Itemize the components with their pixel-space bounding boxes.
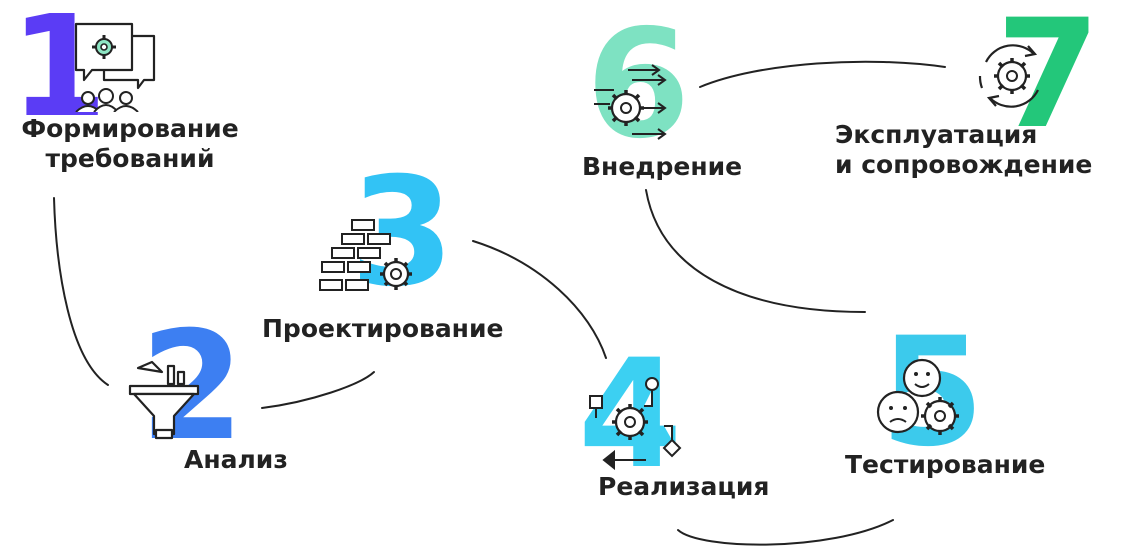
stage-6-label: Внедрение bbox=[582, 152, 743, 181]
stage-7-icon bbox=[972, 36, 1052, 116]
gears-flowchart-icon bbox=[589, 377, 682, 470]
connector-1-2 bbox=[53, 197, 109, 386]
connector-2-3 bbox=[261, 371, 375, 409]
stage-2-icon bbox=[126, 360, 206, 440]
stage-1-icon bbox=[70, 20, 160, 112]
connector-3-4 bbox=[472, 240, 607, 359]
stage-3-icon bbox=[318, 218, 418, 298]
chat-bubbles-people-gear-icon bbox=[74, 22, 156, 112]
cycle-gear-icon bbox=[978, 44, 1039, 108]
funnel-icon bbox=[128, 360, 200, 440]
stage-4-icon bbox=[586, 376, 686, 470]
stage-1-label: Формирование требований bbox=[21, 114, 239, 173]
stage-5-label: Тестирование bbox=[845, 450, 1046, 479]
connector-5-6 bbox=[645, 189, 866, 313]
stage-5-icon bbox=[874, 356, 970, 446]
stage-7-label: Эксплуатация и сопровождение bbox=[835, 120, 1093, 179]
stage-3-label: Проектирование bbox=[262, 314, 504, 343]
stage-2-label: Анализ bbox=[184, 445, 288, 474]
faces-gear-icon bbox=[876, 358, 959, 435]
stage-4-label: Реализация bbox=[598, 472, 770, 501]
connector-6-7 bbox=[699, 60, 946, 88]
stage-6-icon bbox=[592, 64, 672, 144]
connector-4-5 bbox=[677, 519, 894, 546]
gear-arrows-icon bbox=[594, 64, 667, 140]
bricks-gear-icon bbox=[319, 219, 412, 291]
